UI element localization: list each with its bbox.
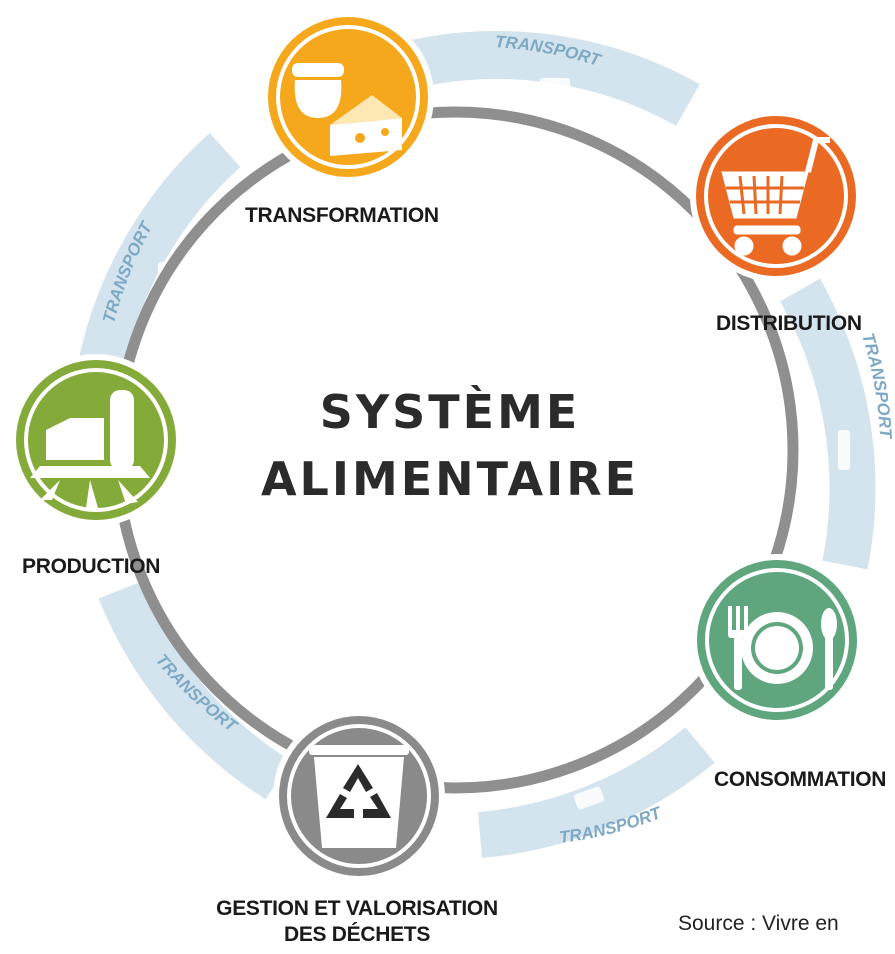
label-gestion-line1: GESTION ET VALORISATION [216,897,498,920]
node-distribution [690,110,862,282]
truck-icon [838,430,850,470]
diagram-title-line2: ALIMENTAIRE [260,452,640,506]
label-consommation: CONSOMMATION [714,768,887,791]
node-consommation [691,554,863,726]
food-jar-cheese-icon [292,63,402,156]
diagram-title-line1: SYSTÈME [319,385,581,439]
node-production [10,354,182,526]
truck-icon [540,78,570,94]
truck-icon [573,786,605,810]
label-gestion-line2: DES DÉCHETS [283,923,431,946]
farm-silo-field-icon [30,390,150,508]
label-production: PRODUCTION [22,555,161,578]
recycle-symbol-icon [326,764,391,818]
recycle-bin-icon [309,745,409,848]
node-gestion [273,710,445,882]
label-transformation: TRANSFORMATION [245,204,439,227]
label-distribution: DISTRIBUTION [716,312,862,335]
cycle-ring [111,106,799,794]
source-note: Source : Vivre en [678,912,839,935]
plate-fork-knife-spoon-icon [728,606,837,690]
shopping-cart-icon [721,137,830,256]
transport-bands [77,31,876,858]
node-transformation [262,11,434,183]
